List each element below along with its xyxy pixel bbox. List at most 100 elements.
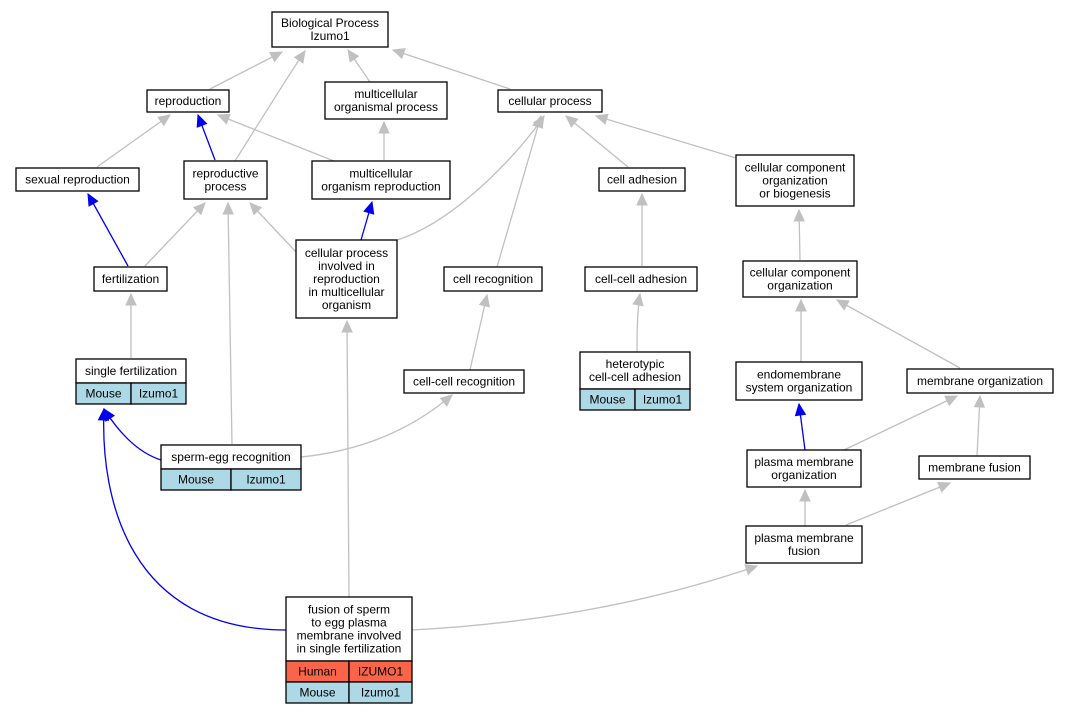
edge-heterotypic-to-cell_cell_adhesion <box>632 292 644 353</box>
node-cell-adhesion[interactable]: cell adhesion <box>598 167 686 192</box>
arrowhead-icon <box>478 293 491 308</box>
node-membrane-fusion[interactable]: membrane fusion <box>918 455 1031 480</box>
edge-fusion_sperm_egg-to-pmf <box>411 564 759 631</box>
node-label: organization <box>767 279 832 293</box>
node-label: heterotypic <box>606 357 665 371</box>
node-label: reproductive <box>192 167 258 181</box>
node-label: reproduction <box>313 272 380 286</box>
arrowhead-icon <box>216 113 231 125</box>
arrowhead-icon <box>293 49 306 64</box>
node-reproduction[interactable]: reproduction <box>146 89 230 113</box>
edge-fertilization-to-reproductive_process <box>144 202 206 267</box>
edge-cell_cell_adhesion-to-cell_adhesion <box>636 192 648 266</box>
arrowhead-icon <box>391 48 406 60</box>
node-label: to egg plasma <box>311 616 387 630</box>
arrowhead-icon <box>97 407 110 421</box>
arrowhead-icon <box>632 292 644 307</box>
node-label: organismal process <box>334 100 438 114</box>
node-label: fusion of sperm <box>308 603 390 617</box>
arrowhead-icon <box>744 564 759 576</box>
edge-cell_cell_recognition-to-cell_recognition <box>469 293 491 371</box>
node-label: sperm-egg recognition <box>171 450 290 464</box>
node-label: cellular process <box>305 246 388 260</box>
arrowhead-icon <box>799 488 811 502</box>
node-fertilization[interactable]: fertilization <box>93 266 168 292</box>
arrowhead-icon <box>347 49 360 63</box>
arrowhead-icon <box>196 113 208 128</box>
node-label: in multicellular <box>308 285 384 299</box>
node-label: endomembrane <box>757 368 841 382</box>
edge-cell_recognition-to-cellular_process <box>496 114 544 268</box>
edge-cellular_process-to-bp <box>391 48 511 90</box>
node-label: cellular component <box>745 161 846 175</box>
edge-reproductive_process-to-reproduction <box>196 113 216 161</box>
gene-cell: Izumo1 <box>361 686 401 700</box>
arrowhead-icon <box>794 402 807 417</box>
arrowhead-icon <box>87 192 99 207</box>
arrowhead-icon <box>363 200 375 215</box>
node-label: process <box>204 180 246 194</box>
arrowhead-icon <box>532 114 544 129</box>
arrowhead-icon <box>341 319 353 333</box>
species-cell: Mouse <box>178 473 214 487</box>
node-label: organism reproduction <box>321 180 440 194</box>
arrowhead-icon <box>157 114 171 127</box>
node-label: system organization <box>746 381 853 395</box>
node-label: fusion <box>788 544 820 558</box>
species-cell: Human <box>298 665 337 679</box>
gene-cell: Izumo1 <box>246 473 286 487</box>
node-label: organization <box>771 468 836 482</box>
node-cell-cell-recognition[interactable]: cell-cell recognition <box>403 369 525 394</box>
edge-sexual_reproduction-to-reproduction <box>96 114 171 168</box>
edge-sperm_egg-to-single_fertilization <box>103 407 162 461</box>
edge-reproductive_process-to-bp <box>234 49 306 162</box>
node-cell-recognition[interactable]: cell recognition <box>443 266 543 292</box>
arrowhead-icon <box>835 299 850 311</box>
edges-layer <box>87 48 986 631</box>
node-label: cellular process <box>508 94 591 108</box>
edge-cpirmo-to-multicellular_organism_reproduction <box>360 200 375 241</box>
edge-pmo-to-membrane_organization <box>843 395 959 451</box>
edge-multicellular_organism_reproduction-to-multicellular_organismal_process <box>378 120 390 160</box>
arrowhead-icon <box>793 208 805 222</box>
species-cell: Mouse <box>299 686 335 700</box>
node-label: sexual reproduction <box>25 173 130 187</box>
gene-cell: Izumo1 <box>139 387 179 401</box>
arrowhead-icon <box>249 202 263 216</box>
node-sexual-reproduction[interactable]: sexual reproduction <box>15 167 140 192</box>
node-label: in single fertilization <box>297 642 402 656</box>
edge-multicellular_organismal_process-to-bp <box>347 49 371 83</box>
node-membrane-organization[interactable]: membrane organization <box>906 368 1054 394</box>
node-label: membrane organization <box>917 374 1043 388</box>
edge-pmo-to-endomembrane <box>794 402 807 451</box>
edge-fusion_sperm_egg-to-cpirmo <box>341 319 353 598</box>
node-label: cell-cell adhesion <box>595 272 687 286</box>
node-label: multicellular <box>349 167 412 181</box>
node-label: membrane fusion <box>928 461 1021 475</box>
node-label: fertilization <box>102 272 159 286</box>
arrowhead-icon <box>944 395 959 407</box>
node-label: single fertilization <box>85 364 177 378</box>
node-cellular-process[interactable]: cellular process <box>497 89 603 113</box>
edge-membrane_organization-to-cco <box>835 299 961 369</box>
node-cell-cell-adhesion[interactable]: cell-cell adhesion <box>584 266 698 292</box>
edge-ccob-to-cellular_process <box>594 113 737 159</box>
edge-single_fertilization-to-fertilization <box>125 292 137 358</box>
node-label: Biological Process <box>281 16 379 30</box>
node-label: cell-cell recognition <box>413 375 515 389</box>
